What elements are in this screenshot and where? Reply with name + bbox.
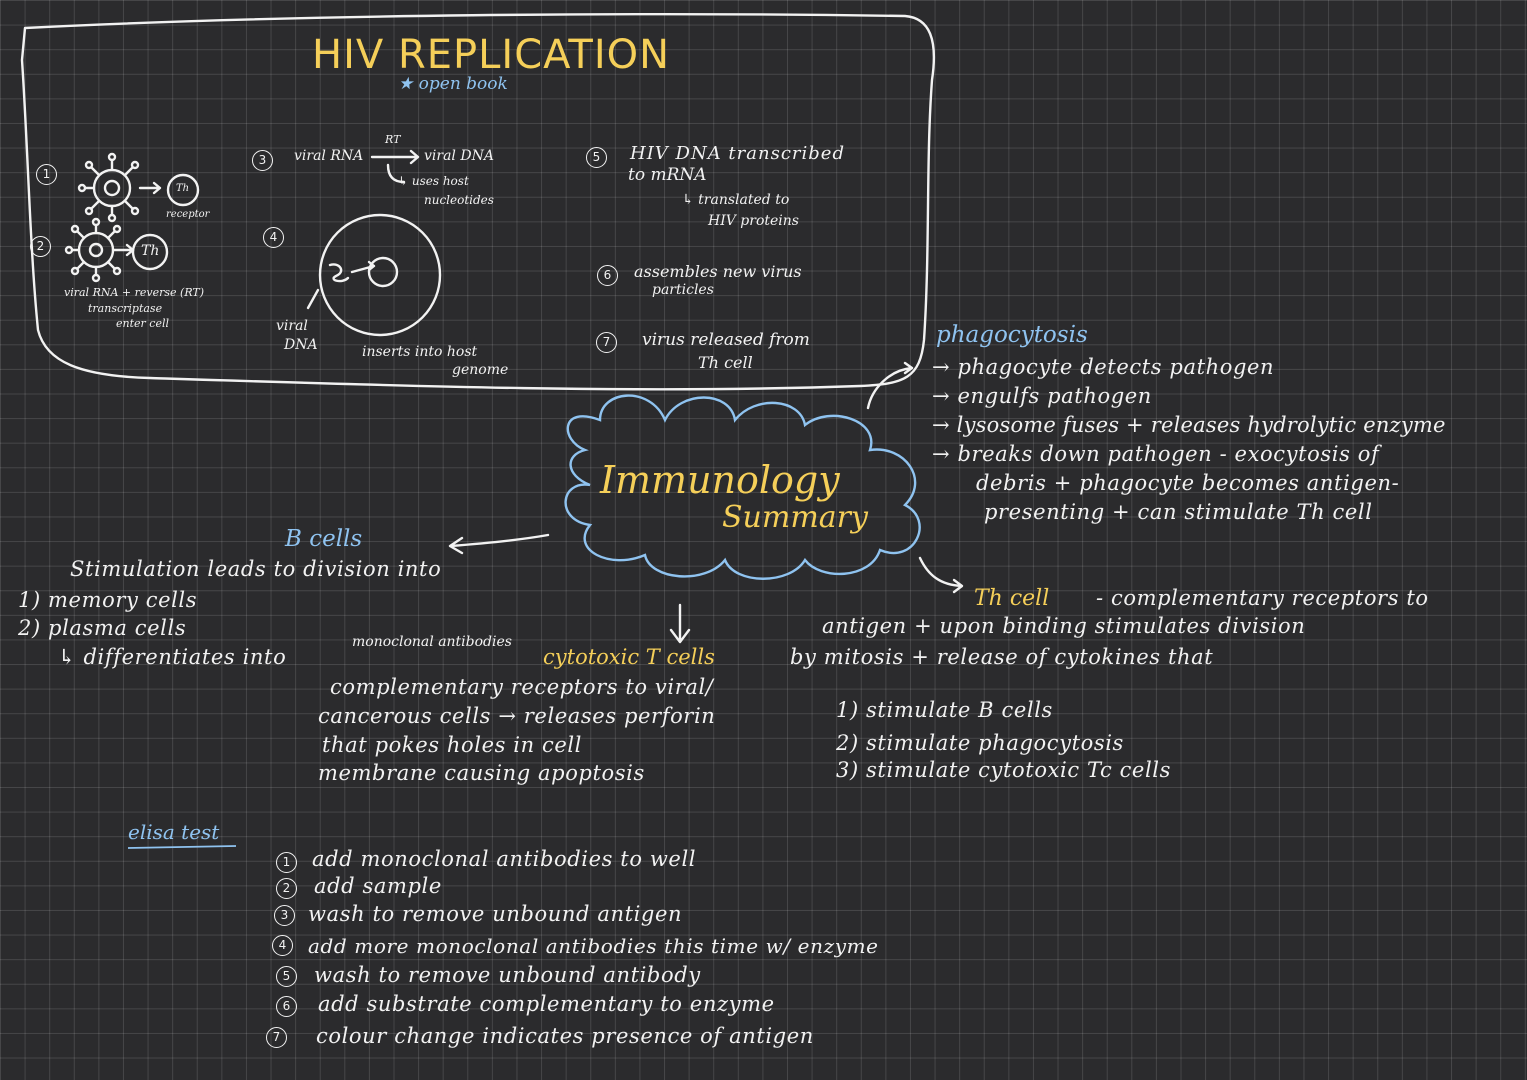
th-cell-circle-2 <box>131 233 169 271</box>
th-label-2: Th <box>141 243 160 259</box>
elisa-step-7: colour change indicates presence of anti… <box>316 1024 814 1048</box>
arrow-to-bcells <box>448 533 550 555</box>
elisa-step-5: wash to remove unbound antibody <box>314 963 701 987</box>
cytotoxic-heading: cytotoxic T cells <box>543 645 715 669</box>
step3-rt-label: RT <box>385 133 401 146</box>
step3-viral-dna: viral DNA <box>424 148 494 164</box>
th-cell-circle-1 <box>166 173 200 207</box>
viral-dna-label-1: viral <box>276 318 308 334</box>
elisa-step-number-7: 7 <box>266 1027 287 1048</box>
host-cell-circle <box>318 213 442 337</box>
thcell-line-1: - complementary receptors to <box>1096 586 1429 610</box>
viral-dna-label-2: DNA <box>284 337 318 353</box>
virus-icon-2 <box>64 217 122 283</box>
step5-line-1: HIV DNA transcribed <box>630 143 845 164</box>
bcells-line-1: Stimulation leads to division into <box>70 557 442 581</box>
elisa-step-3: wash to remove unbound antigen <box>308 902 683 926</box>
phagocytosis-heading: phagocytosis <box>936 322 1088 348</box>
elisa-step-number-1: 1 <box>276 852 297 873</box>
cytotoxic-line-4: membrane causing apoptosis <box>318 761 645 785</box>
cytotoxic-line-2: cancerous cells → releases perforin <box>318 704 716 728</box>
step-number-2: 2 <box>30 236 51 257</box>
center-title: Immunology <box>600 458 840 502</box>
cytotoxic-line-1: complementary receptors to viral/ <box>330 675 714 699</box>
step6-line-1: assembles new virus <box>634 262 802 281</box>
th-label-1: Th <box>176 183 190 194</box>
thcell-line-5: 2) stimulate phagocytosis <box>836 731 1124 755</box>
arrow-to-thcell <box>918 556 964 594</box>
step3-nucleotides: nucleotides <box>424 193 494 207</box>
phagocytosis-line-3: → lysosome fuses + releases hydrolytic e… <box>932 413 1446 437</box>
immunology-cloud <box>564 394 921 580</box>
hiv-title: HIV REPLICATION <box>312 32 671 78</box>
bcells-line-4: ↳ differentiates into <box>58 645 287 669</box>
cytotoxic-line-3: that pokes holes in cell <box>322 733 582 757</box>
elisa-step-2: add sample <box>314 874 442 898</box>
bcells-heading: B cells <box>285 526 363 552</box>
step2-caption-1: viral RNA + reverse (RT) <box>64 286 205 299</box>
arrow-to-phagocytosis <box>866 361 914 410</box>
elisa-step-number-6: 6 <box>276 996 297 1017</box>
elisa-heading: elisa test <box>128 820 220 844</box>
bcells-line-3: 2) plasma cells <box>18 616 187 640</box>
step3-viral-rna: viral RNA <box>294 148 364 164</box>
hiv-box-outline <box>20 12 936 391</box>
step2-caption-3: enter cell <box>116 317 169 330</box>
elisa-step-6: add substrate complementary to enzyme <box>318 992 775 1016</box>
elisa-step-number-4: 4 <box>272 935 293 956</box>
step2-caption-2: transcriptase <box>88 302 163 315</box>
step5-line-2: to mRNA <box>628 165 707 185</box>
elisa-step-1: add monoclonal antibodies to well <box>312 847 697 871</box>
phagocytosis-line-1: → phagocyte detects pathogen <box>932 355 1275 379</box>
virus-icon-1 <box>77 152 140 223</box>
elisa-step-number-5: 5 <box>276 966 297 987</box>
thcell-heading: Th cell <box>974 586 1050 611</box>
step-number-6: 6 <box>597 265 618 286</box>
phagocytosis-line-4: → breaks down pathogen - exocytosis of <box>932 442 1380 466</box>
step-number-7: 7 <box>596 332 617 353</box>
step4-caption-2: genome <box>452 362 509 378</box>
step-number-5: 5 <box>586 147 607 168</box>
thcell-line-4: 1) stimulate B cells <box>836 698 1053 722</box>
step7-line-1: virus released from <box>642 330 810 350</box>
thcell-line-3: by mitosis + release of cytokines that <box>790 645 1214 669</box>
hiv-subtitle: ★ open book <box>398 74 508 94</box>
step4-caption-1: inserts into host <box>362 344 478 360</box>
bcells-mono: monoclonal antibodies <box>352 634 512 650</box>
thcell-line-6: 3) stimulate cytotoxic Tc cells <box>836 758 1171 782</box>
step-number-4: 4 <box>263 227 284 248</box>
receptor-label: receptor <box>166 209 210 220</box>
bcells-line-2: 1) memory cells <box>18 588 198 612</box>
step-number-3: 3 <box>252 150 273 171</box>
phagocytosis-line-6: presenting + can stimulate Th cell <box>984 500 1373 524</box>
elisa-step-number-3: 3 <box>274 905 295 926</box>
step-number-1: 1 <box>36 164 57 185</box>
step5-line-3: ↳ translated to <box>682 192 790 208</box>
step6-line-2: particles <box>652 282 714 298</box>
step7-line-2: Th cell <box>698 353 753 372</box>
phagocytosis-line-2: → engulfs pathogen <box>932 384 1152 408</box>
elisa-step-number-2: 2 <box>276 878 297 899</box>
arrow-to-cytotoxic <box>669 603 691 644</box>
thcell-line-2: antigen + upon binding stimulates divisi… <box>822 614 1306 638</box>
elisa-step-4: add more monoclonal antibodies this time… <box>308 934 879 958</box>
step3-uses-host: ↳ uses host <box>398 174 469 188</box>
phagocytosis-line-5: debris + phagocyte becomes antigen- <box>976 471 1400 495</box>
center-subtitle: Summary <box>722 500 868 535</box>
step5-line-4: HIV proteins <box>708 213 799 229</box>
